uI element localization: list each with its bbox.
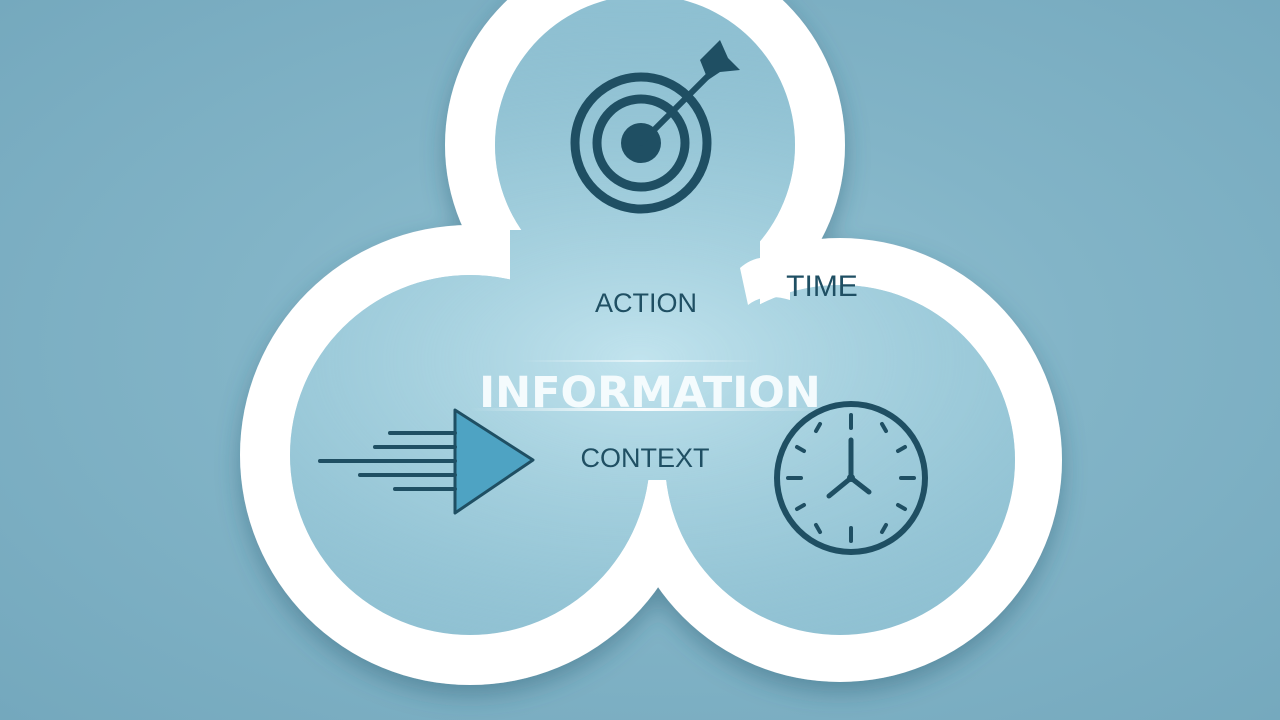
frame-notch [740, 257, 790, 305]
information-glow-line [470, 408, 820, 411]
context-label: CONTEXT [580, 443, 709, 473]
action-label: ACTION [595, 288, 697, 318]
target-with-arrow-icon [570, 40, 740, 214]
information-glow-line-top [520, 360, 760, 362]
fast-forward-arrow-icon [318, 408, 535, 515]
information-label: INFORMATION [479, 368, 821, 418]
time-label: TIME [786, 270, 858, 303]
clock-icon [774, 401, 928, 555]
